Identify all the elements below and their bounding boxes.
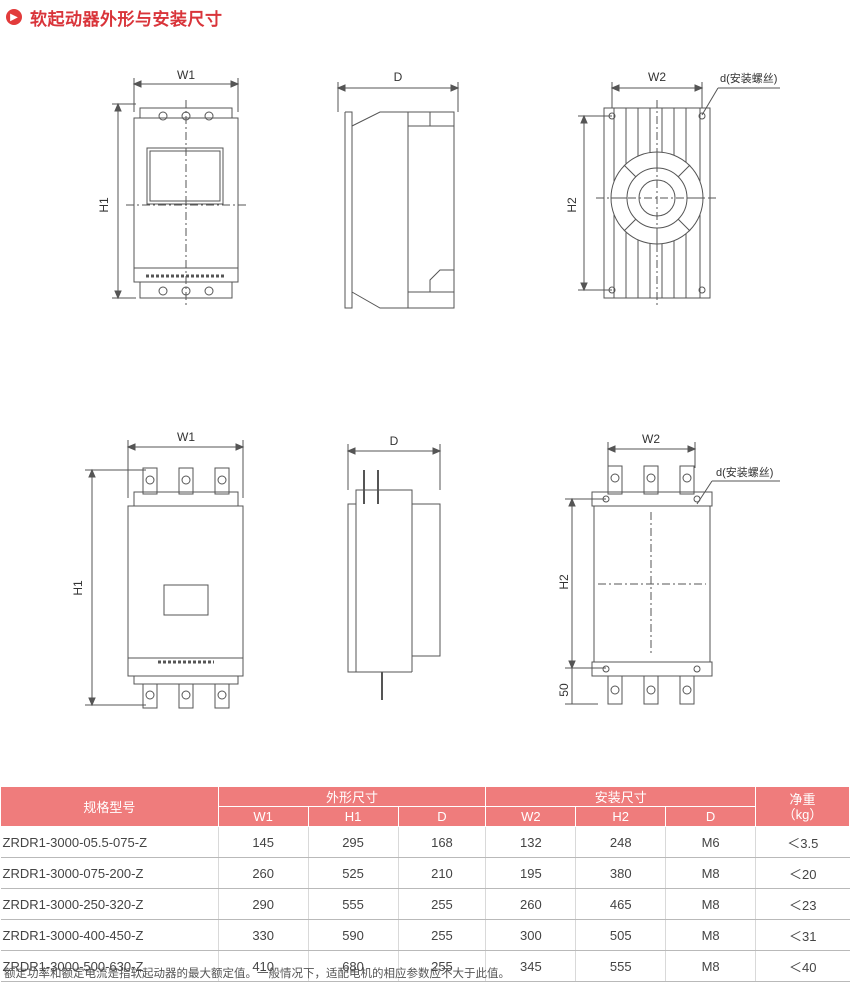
small-unit-mounting-view: W2 d(安装螺丝) H2	[565, 70, 780, 305]
cell-h1: 295	[308, 826, 399, 858]
cell-model: ZRDR1-3000-05.5-075-Z	[0, 826, 219, 858]
dimension-table: 规格型号 外形尺寸 安装尺寸 净重 （kg） W1 H1 D W2 H2 D Z…	[0, 786, 850, 982]
cell-screw: M8	[665, 888, 757, 920]
cell-model: ZRDR1-3000-075-200-Z	[0, 857, 219, 889]
col-w2: W2	[485, 806, 577, 827]
cell-h2: 248	[575, 826, 667, 858]
table-row: ZRDR1-3000-05.5-075-Z 145 295 168 132 24…	[0, 826, 850, 858]
cell-weight: ＜20	[755, 857, 850, 889]
cell-h1: 680	[308, 950, 399, 982]
cell-h2: 555	[575, 950, 667, 982]
dim-w2-label-2: W2	[642, 432, 660, 446]
cell-weight: ＜31	[755, 919, 850, 951]
mounting-screw-label: d(安装螺丝)	[720, 71, 777, 85]
weight-header: 净重 （kg）	[755, 786, 850, 827]
cell-w2: 132	[485, 826, 577, 858]
col-w1: W1	[217, 806, 309, 827]
large-unit-side-view: D	[346, 434, 442, 700]
cell-model: ZRDR1-3000-400-450-Z	[0, 919, 219, 951]
cell-d: 255	[398, 888, 487, 920]
dim-w1-label: W1	[177, 68, 195, 82]
table-row: ZRDR1-3000-250-320-Z 290 555 255 260 465…	[0, 888, 850, 920]
cell-d: 255	[398, 950, 487, 982]
cell-weight: ＜3.5	[755, 826, 850, 858]
cell-h1: 555	[308, 888, 399, 920]
dim-h1-label: H1	[97, 197, 111, 213]
cell-h1: 590	[308, 919, 399, 951]
cell-d: 210	[398, 857, 487, 889]
model-header: 规格型号	[0, 786, 219, 827]
cell-screw: M8	[665, 950, 757, 982]
large-unit-front-view: W1 H1	[71, 430, 245, 709]
mounting-screw-label-2: d(安装螺丝)	[716, 465, 773, 479]
cell-d: 168	[398, 826, 487, 858]
dim-h2-label-2: H2	[557, 574, 571, 590]
cell-screw: M8	[665, 919, 757, 951]
dim-d-label-2: D	[390, 434, 399, 448]
small-unit-side-view: D	[336, 70, 460, 309]
cell-screw: M8	[665, 857, 757, 889]
cell-model: ZRDR1-3000-500-630-Z	[0, 950, 219, 982]
outer-dimension-header: 外形尺寸	[217, 786, 487, 807]
dim-w1-label-2: W1	[177, 430, 195, 444]
cell-h2: 380	[575, 857, 667, 889]
large-unit-mounting-view: W2 d(安装螺丝) H2 50	[557, 432, 780, 705]
cell-w1: 290	[218, 888, 309, 920]
col-h1: H1	[307, 806, 399, 827]
page-title: 软起动器外形与安装尺寸	[30, 9, 223, 30]
cell-w2: 260	[485, 888, 577, 920]
cell-h2: 465	[575, 888, 667, 920]
dim-d-label: D	[394, 70, 403, 84]
cell-w1: 260	[218, 857, 309, 889]
cell-d: 255	[398, 919, 487, 951]
small-unit-front-view: W1 H1	[97, 68, 246, 305]
dim-50-label: 50	[557, 683, 571, 697]
section-header: ▶ 软起动器外形与安装尺寸	[6, 6, 223, 30]
cell-weight: ＜23	[755, 888, 850, 920]
cell-h2: 505	[575, 919, 667, 951]
cell-weight: ＜40	[755, 950, 850, 982]
table-row: ZRDR1-3000-075-200-Z 260 525 210 195 380…	[0, 857, 850, 889]
dim-h1-label-2: H1	[71, 580, 85, 596]
cell-w1: 410	[218, 950, 309, 982]
cell-model: ZRDR1-3000-250-320-Z	[0, 888, 219, 920]
col-screw: D	[665, 806, 757, 827]
table-row: ZRDR1-3000-400-450-Z 330 590 255 300 505…	[0, 919, 850, 951]
table-row: ZRDR1-3000-500-630-Z 410 680 255 345 555…	[0, 950, 850, 982]
col-d: D	[397, 806, 487, 827]
footnote: 额定功率和额定电流是指软起动器的最大额定值。一般情况下，适配电机的相应参数应不大…	[4, 966, 510, 980]
dim-h2-label: H2	[565, 197, 579, 213]
dim-w2-label: W2	[648, 70, 666, 84]
cell-h1: 525	[308, 857, 399, 889]
cell-w1: 330	[218, 919, 309, 951]
cell-w2: 195	[485, 857, 577, 889]
cell-w1: 145	[218, 826, 309, 858]
mounting-dimension-header: 安装尺寸	[485, 786, 757, 807]
cell-w2: 300	[485, 919, 577, 951]
col-h2: H2	[575, 806, 667, 827]
dimension-drawings: W1 H1 D	[71, 68, 780, 709]
chevron-right-icon: ▶	[6, 9, 22, 25]
cell-screw: M6	[665, 826, 757, 858]
cell-w2: 345	[485, 950, 577, 982]
